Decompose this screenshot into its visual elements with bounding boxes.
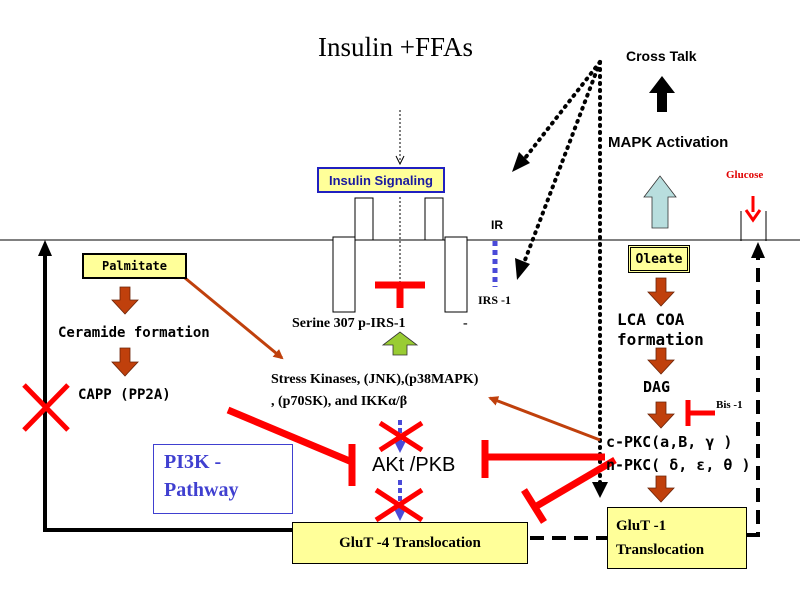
palmitate-path-arrows bbox=[111, 286, 139, 377]
irs1-inhibitor bbox=[375, 281, 425, 308]
glucose-label: Glucose bbox=[726, 169, 764, 181]
cross-talk-label: Cross Talk bbox=[626, 48, 697, 64]
glut4-box: GluT -4 Translocation bbox=[292, 522, 528, 564]
palmitate-box: Palmitate bbox=[82, 253, 187, 279]
cross-talk-arrow bbox=[649, 76, 675, 112]
cpkc-label: c-PKC(a,B, γ ) bbox=[606, 433, 733, 451]
akt-label: AKt /PKB bbox=[372, 454, 456, 476]
lca-coa-line2: formation bbox=[617, 330, 704, 349]
pkc-glut4-inhibitor bbox=[521, 456, 617, 524]
pi3k-line1: PI3K - bbox=[164, 451, 222, 473]
left-loop-x bbox=[22, 383, 70, 432]
pkc-akt-inhibitor bbox=[481, 440, 605, 478]
glut1-box: GluT -1 Translocation bbox=[607, 507, 747, 569]
glut4-loop-arrowhead bbox=[38, 240, 52, 256]
pi3k-pathway-box: PI3K - Pathway bbox=[153, 444, 293, 514]
palmitate-to-stress-arrow bbox=[184, 276, 284, 360]
glut1-line1: GluT -1 bbox=[616, 518, 667, 534]
insulin-signaling-box: Insulin Signaling bbox=[317, 167, 445, 193]
glucose-transporter bbox=[740, 196, 767, 241]
bis1-label: Bis -1 bbox=[716, 399, 743, 411]
capp-label: CAPP (PP2A) bbox=[78, 387, 171, 403]
pi3k-line2: Pathway bbox=[164, 479, 239, 501]
lca-coa-line1: LCA COA bbox=[617, 310, 685, 329]
irs1-label: IRS -1 bbox=[478, 293, 512, 307]
mapk-arrow bbox=[643, 175, 677, 229]
diagram-title: Insulin +FFAs bbox=[318, 32, 474, 62]
capp-akt-inhibitor bbox=[226, 406, 356, 486]
bis1-inhibitor bbox=[685, 400, 715, 426]
glut4-membrane-loop bbox=[43, 250, 292, 532]
cross-talk-arrowheads bbox=[512, 152, 608, 498]
mapk-activation-label: MAPK Activation bbox=[608, 134, 729, 151]
insulin-receptor bbox=[332, 197, 468, 313]
serine-dash: - bbox=[463, 316, 468, 331]
oleate-box: Oleate bbox=[628, 245, 690, 273]
green-up-arrow bbox=[381, 331, 419, 356]
serine-label: Serine 307 p-IRS-1 bbox=[292, 316, 406, 331]
insulin-input-arrowhead bbox=[395, 155, 405, 166]
dag-label: DAG bbox=[643, 378, 671, 396]
oleate-path-arrows bbox=[647, 277, 675, 503]
glut1-line2: Translocation bbox=[616, 542, 705, 558]
pkc-to-stress-arrow bbox=[488, 396, 601, 442]
glut1-membrane-loop bbox=[747, 252, 760, 537]
stress-kinases-line2: , (p70SK), and IKKα/β bbox=[271, 394, 408, 409]
glut1-loop-arrowhead bbox=[751, 242, 765, 258]
ceramide-label: Ceramide formation bbox=[58, 325, 210, 341]
cross-talk-dotted-arrows bbox=[520, 60, 602, 487]
stress-kinases-line1: Stress Kinases, (JNK),(p38MAPK) bbox=[271, 372, 479, 387]
npkc-label: n-PKC( δ, ε, θ ) bbox=[606, 456, 751, 474]
ir-label: IR bbox=[491, 218, 503, 232]
blocked-x-marks bbox=[374, 420, 424, 523]
